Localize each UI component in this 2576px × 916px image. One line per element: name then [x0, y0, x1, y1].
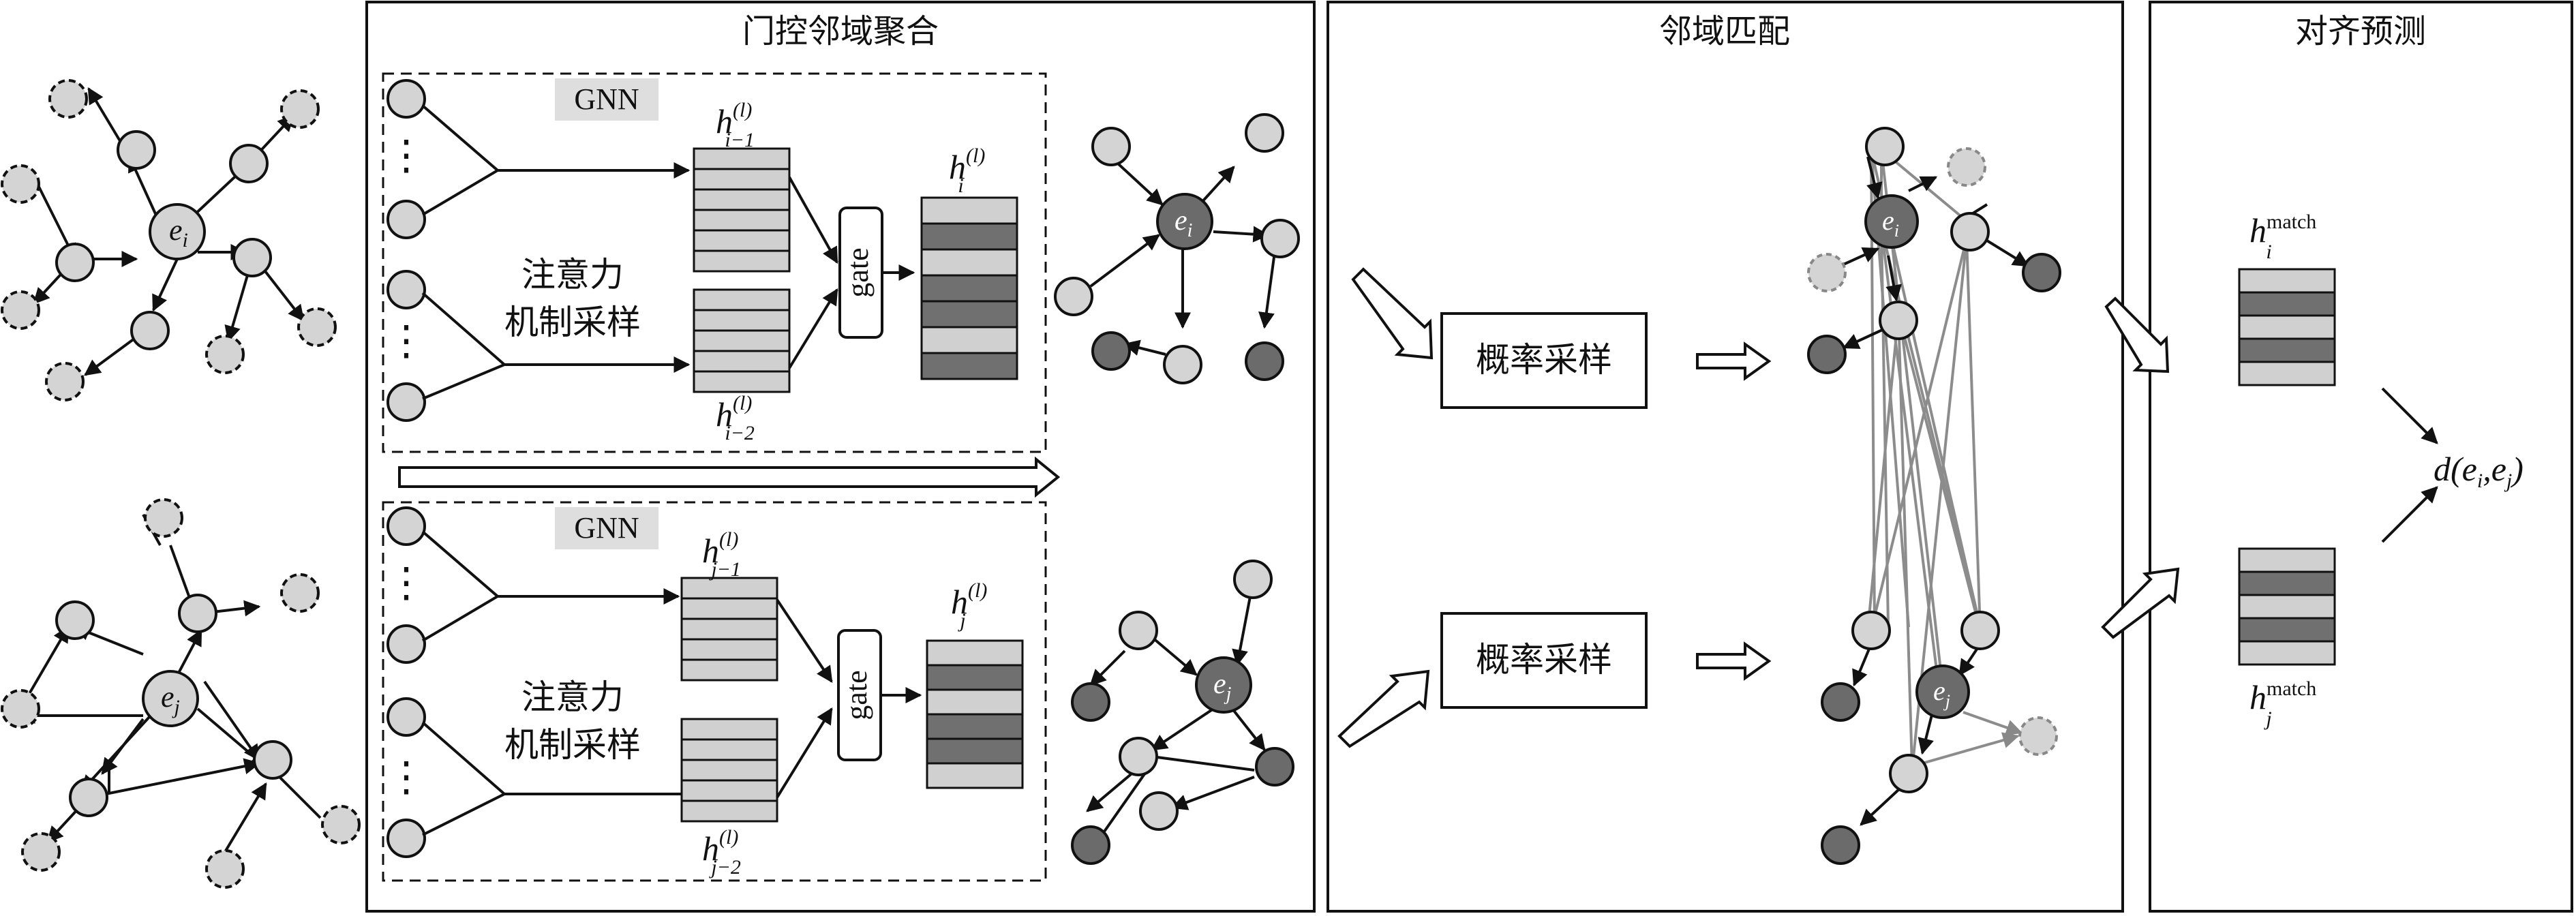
attention-label-upper-1: 注意力: [521, 255, 624, 294]
sampling-box-upper: [1440, 312, 1648, 409]
gnn-label-upper: GNN: [574, 82, 639, 116]
panel-gated-aggregation: [365, 1, 1316, 913]
hi-label: h(l)i: [949, 144, 985, 197]
upper-ellipsis-2: ⋮: [386, 318, 427, 363]
upper-output-ei-label: ei: [1175, 205, 1192, 241]
hj2-label: h(l)j−2: [702, 826, 741, 879]
sampling-label-lower: 概率采样: [1476, 640, 1612, 680]
lower-fan-lines: [421, 530, 718, 836]
vector-hi1: [693, 147, 791, 273]
distance-label: d(ei,ej): [2434, 450, 2524, 492]
matching-black-edges: [1840, 156, 2030, 826]
gate-label-upper: gate: [841, 247, 875, 297]
sampling-out-arrow-lower: [1696, 641, 1772, 681]
panel-neighborhood-matching: [1327, 1, 2124, 913]
gate-lower: [837, 629, 882, 761]
vector-hj1: [680, 577, 778, 682]
align-in-arrow-lower: [2101, 567, 2180, 639]
upper-output-edges: [1089, 125, 1276, 356]
lower-output-nodes: [1071, 560, 1294, 865]
vector-hi: [920, 196, 1018, 380]
upper-output-nodes: [1054, 113, 1300, 384]
vector-hj: [926, 639, 1024, 789]
lower-ellipsis-2: ⋮: [386, 754, 427, 799]
sampling-label-upper: 概率采样: [1476, 340, 1612, 380]
match-in-arrow-upper: [1351, 267, 1434, 360]
hj1-label: h(l)j−1: [702, 528, 741, 581]
attention-label-lower-2: 机制采样: [504, 725, 641, 765]
vector-hj-match: [2238, 547, 2336, 666]
sampling-out-arrow-upper: [1696, 341, 1772, 381]
distance-arrows: [2381, 387, 2438, 543]
upper-ellipsis-1: ⋮: [386, 133, 427, 178]
vector-hi-match: [2238, 268, 2336, 386]
upper-fan-lines: [421, 104, 691, 400]
gnn-badge-upper: [555, 78, 658, 121]
input-graph-j: [18, 514, 322, 853]
matching-nodes: [1807, 127, 2061, 865]
gate-upper: [838, 207, 883, 339]
node-ej-label: ej: [161, 680, 180, 718]
vector-hi2: [693, 288, 791, 393]
matching-ei-label: ei: [1882, 205, 1899, 241]
lower-ellipsis-1: ⋮: [386, 560, 427, 605]
sampling-box-lower: [1440, 612, 1648, 709]
match-in-arrow-lower: [1337, 669, 1430, 748]
gate-label-lower: gate: [840, 670, 873, 720]
gnn-badge-lower: [555, 507, 658, 549]
input-graph-j-nodes: [1, 498, 361, 889]
lower-input-nodes: [387, 506, 426, 858]
panel-match-title: 邻域匹配: [1659, 12, 1790, 50]
upper-input-nodes: [387, 79, 426, 422]
gnn-label-lower: GNN: [574, 511, 639, 545]
upper-gate-arrows: [788, 177, 915, 369]
hi1-label: h(l)i−1: [716, 99, 755, 151]
panel-gated-title: 门控邻域聚合: [742, 12, 939, 50]
input-graph-i-nodes: [1, 79, 337, 401]
hj-label: h(l)j: [951, 579, 987, 632]
middle-hollow-arrow: [398, 456, 1061, 498]
vector-hj2: [680, 718, 778, 823]
attention-label-lower-1: 注意力: [521, 677, 624, 717]
attention-label-upper-2: 机制采样: [504, 303, 641, 342]
panel-alignment-prediction: [2149, 1, 2573, 913]
upper-aggregation-block: [382, 72, 1047, 453]
lower-output-ej-label: ej: [1213, 669, 1232, 705]
lower-output-edges: [1086, 592, 1266, 833]
hi2-label: h(l)i−2: [716, 392, 755, 444]
panel-align-title: 对齐预测: [2295, 12, 2426, 50]
lower-gate-arrows: [776, 598, 922, 799]
node-ei-label: ei: [169, 213, 188, 251]
align-in-arrow-upper: [2104, 296, 2170, 373]
lower-aggregation-block: [382, 501, 1047, 882]
matching-ej-label: ej: [1933, 675, 1950, 711]
